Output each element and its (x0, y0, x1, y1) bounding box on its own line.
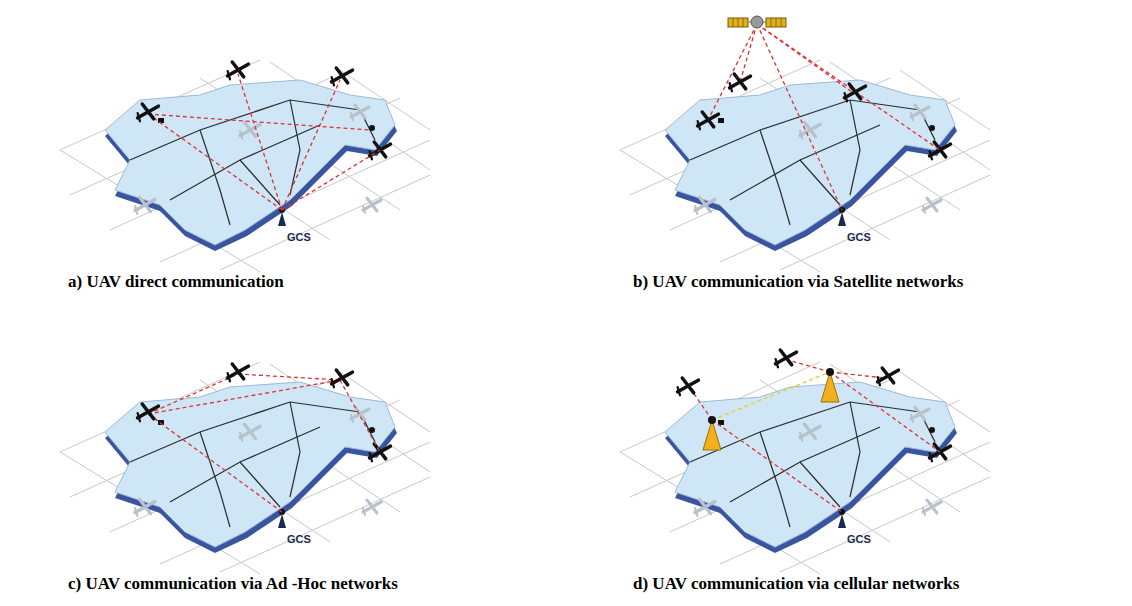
station-label: GCS (847, 533, 871, 545)
panel-caption: d) UAV communication via cellular networ… (633, 574, 959, 594)
panel-caption: b) UAV communication via Satellite netwo… (633, 272, 963, 292)
station-label: GCS (287, 231, 311, 243)
station-label: GCS (847, 231, 871, 243)
cell-tower (703, 368, 839, 450)
satellite (728, 16, 786, 28)
panel-caption: a) UAV direct communication (68, 272, 284, 292)
panel-caption: c) UAV communication via Ad -Hoc network… (68, 574, 398, 594)
station-label: GCS (287, 533, 311, 545)
